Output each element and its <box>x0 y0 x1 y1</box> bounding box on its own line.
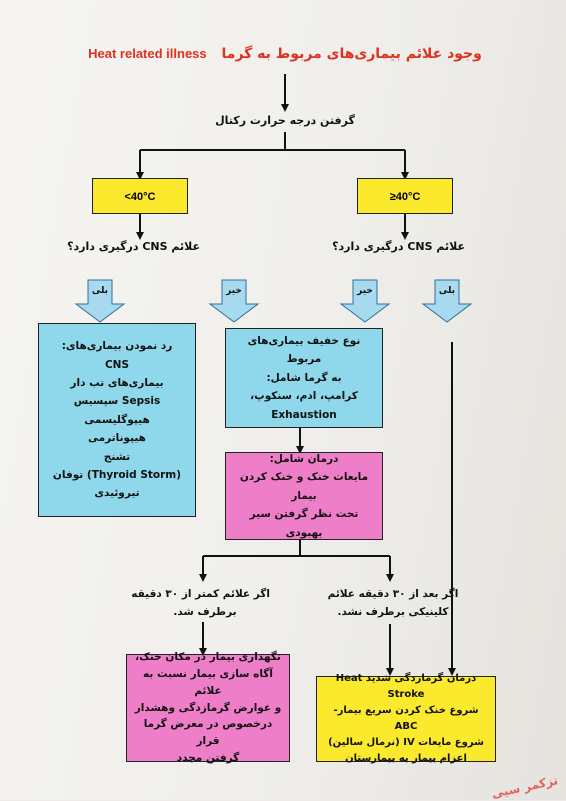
rule-out-line: (Thyroid Storm) توفان <box>52 468 182 481</box>
block-arrow-right-no <box>339 279 391 323</box>
care-line: آگاه سازی بیمار نسبت به علائم <box>143 668 273 697</box>
title-persian: وجود علائم بیماری‌های مربوط به گرما <box>221 46 482 62</box>
rule-out-line: بیماری‌های تب دار <box>70 377 164 390</box>
flowchart-title: وجود علائم بیماری‌های مربوط به گرما Heat… <box>70 46 500 62</box>
care-line: درخصوص در معرض گرما قرار <box>143 718 273 748</box>
care-line: گرفتن مجدد <box>176 752 240 764</box>
rule-out-box: رد نمودن بیماری‌های: CNS بیماری‌های تب د… <box>38 323 196 517</box>
heat-stroke-line: درمان گرمازدگی شدید Heat Stroke <box>335 673 477 700</box>
temp-right-label: ≥40°C <box>389 191 421 203</box>
title-english: Heat related illness <box>88 46 207 61</box>
treatment-line: درمان شامل: <box>269 453 339 466</box>
care-line: نگهداری بیمار در مکان خنک، <box>135 651 281 664</box>
condition-improved-line: برطرف شد. <box>173 605 237 618</box>
heat-stroke-box: درمان گرمازدگی شدید Heat Stroke شروع خنک… <box>316 673 496 764</box>
rule-out-line: Sepsis سپسیس <box>73 395 161 408</box>
rule-out-line: هیپوگلیسمی <box>84 413 150 426</box>
treatment-line: تحت نظر گرفتن سیر بهبودی <box>249 508 359 539</box>
rule-out-line: تشنج <box>103 450 131 463</box>
mild-line: کرامپ، ادم، سنکوپ، <box>250 390 358 403</box>
patient-care-box: نگهداری بیمار در مکان خنک، آگاه سازی بیم… <box>126 651 290 764</box>
mild-line: Exhaustion <box>271 408 337 421</box>
treatment-box: درمان شامل: مایعات خنک و خنک کردن بیمار … <box>225 452 383 540</box>
condition-not-improved: اگر بعد از ۳۰ دقیقه علائم کلینیکی برطرف … <box>318 586 468 622</box>
condition-improved: اگر علائم کمتر از ۳۰ دقیقه برطرف شد. <box>131 586 270 622</box>
care-line: و عوارض گرمازدگی وهشدار <box>134 701 282 714</box>
heat-stroke-line: شروع مایعات IV (نرمال سالین) <box>328 737 484 748</box>
answer-right-no: خیر <box>357 286 373 296</box>
answer-left-no: خیر <box>226 286 242 296</box>
block-arrow-left-no <box>208 279 260 323</box>
temp-box-left: <40°C <box>92 178 188 214</box>
block-arrow-left-yes <box>74 279 126 323</box>
condition-improved-line: اگر علائم کمتر از ۳۰ دقیقه <box>131 588 270 600</box>
cns-question-right: علائم CNS درگیری دارد؟ <box>332 240 465 253</box>
heat-stroke-line: اعزام بیمار به بیمارستان <box>345 753 467 764</box>
block-arrow-right-yes <box>421 279 473 323</box>
mild-line: نوع خفیف بیماری‌های مربوط <box>247 335 361 366</box>
rule-out-line: هیپوناترمی <box>88 432 146 445</box>
temp-box-right: ≥40°C <box>357 178 453 214</box>
rule-out-line: رد نمودن بیماری‌های: <box>61 340 173 353</box>
heat-stroke-line: شروع خنک کردن سریع بیمار-ABC <box>333 705 479 732</box>
treatment-line: بیمار <box>291 489 317 502</box>
cns-question-left: علائم CNS درگیری دارد؟ <box>67 240 200 253</box>
start-label: گرفتن درجه حرارت رکتال <box>215 114 355 127</box>
mild-line: به گرما شامل: <box>266 371 342 384</box>
mild-illness-box: نوع خفیف بیماری‌های مربوط به گرما شامل: … <box>225 328 383 428</box>
treatment-line: مایعات خنک و خنک کردن <box>239 471 369 484</box>
rule-out-line: تیروئیدی <box>94 487 140 500</box>
answer-left-yes: بلی <box>91 286 109 296</box>
condition-not-improved-line: کلینیکی برطرف نشد. <box>337 605 449 618</box>
answer-right-yes: بلی <box>438 286 456 296</box>
temp-left-label: <40°C <box>124 191 156 203</box>
condition-not-improved-line: اگر بعد از ۳۰ دقیقه علائم <box>327 588 459 600</box>
rule-out-line: CNS <box>104 358 130 371</box>
